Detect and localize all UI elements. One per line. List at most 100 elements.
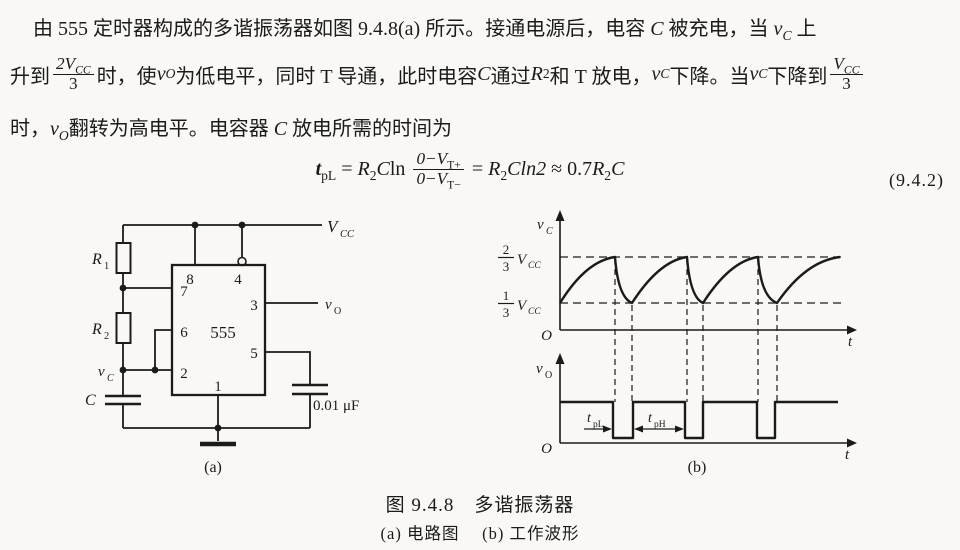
math-var-v: v [50, 118, 59, 140]
frac-23-den: 3 [503, 259, 510, 274]
capacitor-c-plates [105, 394, 141, 406]
frac-23-num: 2 [503, 242, 510, 257]
vc-time-label: t [848, 334, 853, 350]
fraction-vt: 0−VT+0−VT− [413, 149, 464, 190]
sublabel-a: (a) [204, 459, 222, 476]
vc-axis-label-sub: C [546, 226, 553, 237]
tpl-label-sub: pL [593, 420, 604, 430]
wire-pin5 [265, 351, 311, 428]
text-run: 下降到 [767, 65, 828, 88]
wire-pin6 [154, 329, 172, 370]
vo-yaxis-arrowhead [555, 353, 565, 364]
sublabel-b: (b) [688, 459, 707, 476]
r2-label: R [91, 321, 102, 338]
figure-caption-title: 图 9.4.8 多谐振荡器 [385, 495, 575, 516]
pin-8-label: 8 [186, 272, 194, 288]
pin-5-label: 5 [250, 346, 258, 362]
equation-9-4-2: tpL = R2Cln 0−VT+0−VT− = R2Cln2 ≈ 0.7R2C [0, 149, 940, 190]
equals-sign: = [341, 157, 353, 180]
math-var-C: C [650, 18, 664, 40]
vo-time-label: t [845, 447, 850, 463]
frac-13-vcc-sub: CC [528, 307, 541, 317]
junction-dot [151, 366, 159, 374]
text-run: 翻转为高电平。电容器 [68, 118, 274, 140]
resistor-r1-body [115, 242, 132, 274]
math-var-t: tpL [315, 157, 337, 183]
vc-origin-label: O [541, 328, 552, 344]
text-run: 和 T 放电， [549, 65, 652, 88]
vo-xaxis-arrowhead [847, 438, 857, 448]
waveform-vo-labels: v O t pL t pH O t (b) [536, 361, 850, 476]
frac-13-num: 1 [503, 288, 510, 303]
capacitor-c-label: C [85, 392, 96, 409]
pin-6-label: 6 [180, 325, 188, 341]
circuit-diagram [105, 221, 328, 447]
vo-axis-label: v [536, 361, 543, 377]
r1-label-sub: 1 [104, 261, 109, 272]
math-term: R2Cln2 [488, 157, 547, 183]
pin-2-label: 2 [180, 366, 188, 382]
tpl-arrowhead [603, 425, 612, 433]
resistor-r2-body [115, 312, 132, 344]
text-run: 上 [791, 18, 817, 40]
capacitor-value-label: 0.01 μF [313, 398, 359, 414]
text-run: 时， [10, 118, 50, 140]
text-run: 时，使 [96, 65, 157, 88]
vcc-label-sub: CC [340, 229, 355, 240]
math-term: 0.7R2C [567, 157, 625, 183]
figure-caption-sublabels: (a) 电路图 (b) 工作波形 [380, 524, 580, 543]
vcc-label: V [327, 217, 340, 236]
tph-arrowhead-right [675, 425, 684, 433]
math-sub: O [58, 128, 69, 143]
math-var-v: v [749, 62, 759, 85]
junction-dots [119, 221, 246, 432]
vo-origin-label: O [541, 441, 552, 457]
math-term: R2Cln [357, 157, 406, 183]
text-run: 为低电平，同时 T 导通，此时电容 [175, 65, 478, 88]
vo-output-label-sub: O [334, 306, 341, 317]
vo-axis-label-sub: O [545, 370, 552, 381]
pin-4-label: 4 [234, 272, 242, 288]
junction-dot [214, 424, 222, 432]
chip-555-label: 555 [210, 323, 236, 342]
junction-dot [238, 221, 246, 229]
tph-arrowhead-left [634, 425, 643, 433]
vc-node-label-sub: C [107, 373, 114, 384]
pin-3-label: 3 [250, 298, 258, 314]
waveform-vc-plot [555, 210, 857, 402]
tph-label: t [648, 411, 653, 426]
math-sub: C [782, 28, 792, 43]
math-var-v: v [773, 18, 783, 40]
text-run: 被充电，当 [663, 18, 774, 40]
junction-dot [191, 221, 199, 229]
junction-dot [119, 366, 127, 374]
vc-xaxis-arrowhead [847, 325, 857, 335]
pin-1-label: 1 [214, 379, 222, 395]
text-run: 下降。当 [669, 65, 750, 88]
math-var-v: v [156, 62, 166, 85]
vc-axis-label: v [537, 217, 544, 233]
frac-23-vcc: V [517, 252, 528, 268]
pin-7-label: 7 [180, 284, 188, 300]
waveform-vo-plot [555, 353, 857, 448]
vc-charge-discharge-curve [558, 255, 841, 305]
vc-node-label: v [98, 364, 105, 380]
frac-13-vcc: V [517, 298, 528, 314]
frac-13-den: 3 [503, 305, 510, 320]
tpl-label: t [587, 411, 592, 426]
text-run: 升到 [10, 65, 50, 88]
tph-label-sub: pH [654, 420, 666, 430]
math-var-C: C [273, 118, 288, 140]
r2-label-sub: 2 [104, 331, 109, 342]
paragraph-line-1: 由 555 定时器构成的多谐振荡器如图 9.4.8(a) 所示。接通电源后，电容… [33, 12, 817, 43]
paragraph-line-3: 时，vO翻转为高电平。电容器 C 放电所需的时间为 [10, 112, 452, 143]
equation-number: (9.4.2) [889, 170, 944, 190]
capacitor-timing-plates [292, 383, 328, 396]
vo-output-label: v [325, 297, 332, 313]
r1-label: R [91, 251, 102, 268]
vc-yaxis-arrowhead [555, 210, 565, 221]
frac-23-vcc-sub: CC [528, 261, 541, 271]
